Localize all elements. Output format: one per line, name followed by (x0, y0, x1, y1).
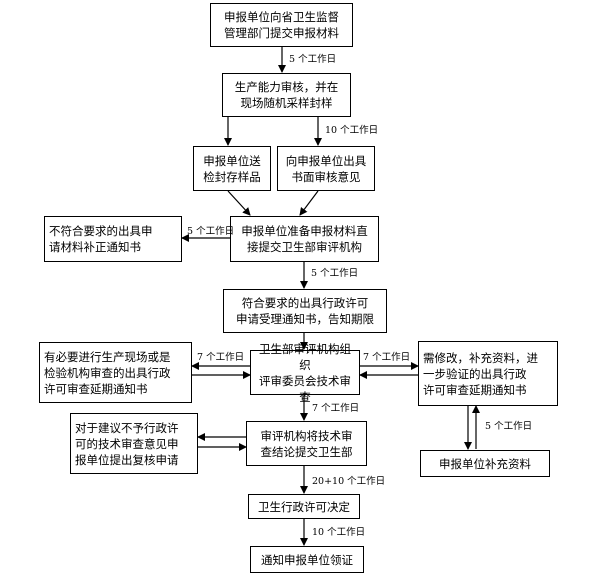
expert-review-box: 卫生部审评机构组织 评审委员会技术审查 (250, 342, 360, 404)
prepare-submit-box: 申报单位准备申报材料直 接提交卫生部审评机构 (230, 216, 379, 262)
modify-supplement-box: 需修改，补充资料，进 一步验证的出具行政 许可审查延期通知书 (418, 341, 558, 406)
submit-materials-box: 申报单位向省卫生监督 管理部门提交申报材料 (210, 3, 353, 47)
acceptance-notice-box: 符合要求的出具行政许可 申请受理通知书，告知期限 (223, 289, 387, 333)
arrow-samples-to-prepare (227, 190, 251, 216)
time-label: 5 个工作日 (187, 226, 235, 237)
correction-notice-box: 不符合要求的出具申 请材料补正通知书 (44, 216, 182, 262)
conclusion-submit-box: 审评机构将技术审 查结论提交卫生部 (246, 421, 367, 466)
arrow-opinion-to-prepare (299, 190, 319, 216)
time-label: 7 个工作日 (312, 403, 360, 414)
time-label: 5 个工作日 (311, 268, 359, 279)
capacity-review-box: 生产能力审核，并在 现场随机采样封样 (222, 73, 351, 117)
applicant-supplement-box: 申报单位补充资料 (420, 450, 550, 477)
decision-box: 卫生行政许可决定 (248, 494, 360, 519)
send-samples-box: 申报单位送 检封存样品 (193, 146, 271, 191)
time-label: 5 个工作日 (485, 421, 533, 432)
notify-collect-box: 通知申报单位领证 (250, 546, 364, 573)
time-label: 7 个工作日 (363, 352, 411, 363)
time-label: 5 个工作日 (289, 54, 337, 65)
time-label: 10 个工作日 (312, 527, 366, 538)
time-label: 7 个工作日 (197, 352, 245, 363)
site-inspection-box: 有必要进行生产现场或是 检验机构审查的出具行政 许可审查延期通知书 (39, 342, 192, 403)
time-label: 10 个工作日 (325, 125, 379, 136)
written-opinion-box: 向申报单位出具 书面审核意见 (277, 146, 375, 191)
time-label: 20+10 个工作日 (312, 476, 386, 487)
reexam-application-box: 对于建议不予行政许 可的技术审查意见申 报单位提出复核申请 (70, 413, 198, 474)
